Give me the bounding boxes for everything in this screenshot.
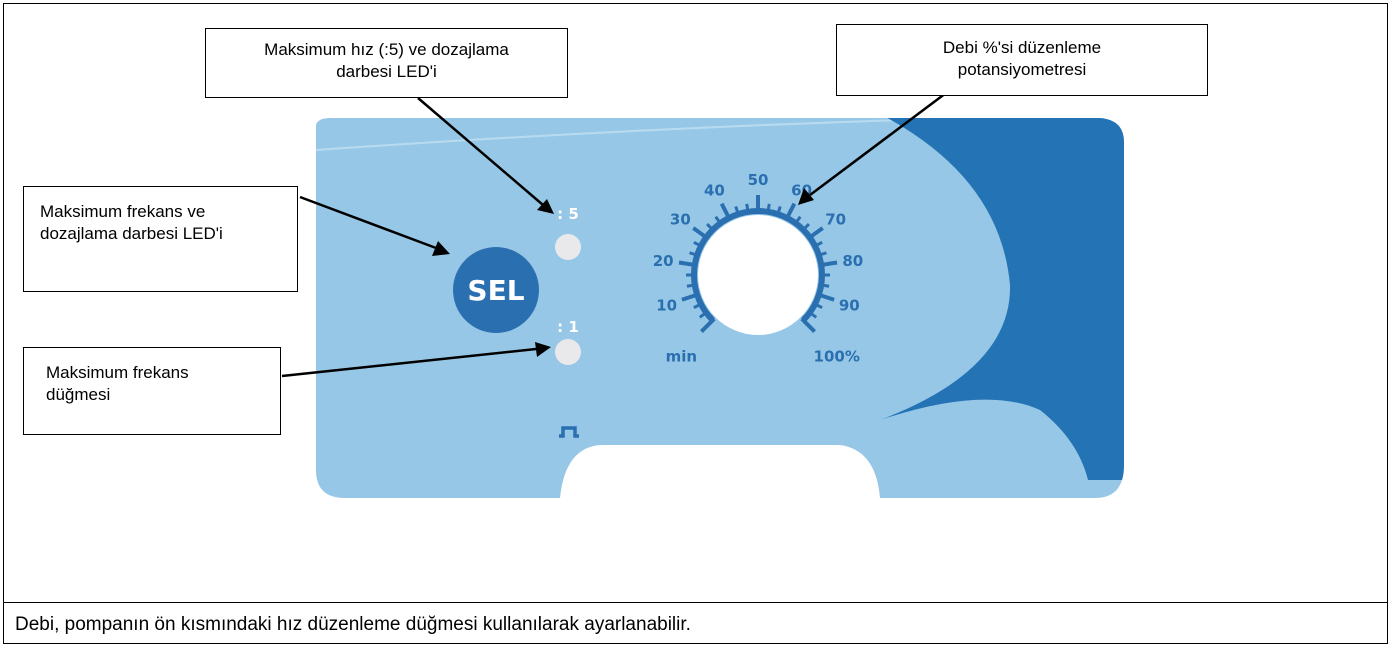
- callout-potentiometer-line1: Debi %'si düzenleme: [942, 38, 1102, 57]
- dial-minor-tick: [693, 301, 704, 310]
- dial-minor-tick: [745, 203, 750, 214]
- dial-label: 30: [670, 211, 691, 229]
- dial-label: 100%: [814, 348, 860, 366]
- figure-frame: [3, 3, 1388, 644]
- dial-minor-tick: [819, 283, 830, 288]
- dial-major-tick: [692, 226, 710, 241]
- dial-label: min: [666, 348, 697, 366]
- callout-max-frequency-button-line1: Maksimum frekans: [46, 363, 189, 382]
- dial-minor-tick: [800, 223, 810, 233]
- dial-label: 70: [825, 211, 846, 229]
- dial-minor-tick: [812, 301, 823, 310]
- dial-minor-tick: [714, 215, 723, 226]
- potentiometer-dial[interactable]: [678, 195, 838, 333]
- dial-minor-tick: [686, 283, 697, 288]
- caption: Debi, pompanın ön kısmındaki hız düzenle…: [15, 614, 691, 635]
- dial-minor-tick: [793, 215, 802, 226]
- sel-label: SEL: [467, 274, 524, 307]
- dial-major-tick: [719, 202, 732, 221]
- callout-led-max-speed: Maksimum hız (:5) ve dozajlama darbesi L…: [205, 28, 568, 98]
- callout-led-max-frequency-line2: dozajlama darbesi LED'i: [40, 224, 223, 243]
- dial-label: 50: [748, 171, 769, 189]
- arrowhead-sel-button: [432, 241, 450, 256]
- callout-led-max-frequency-line1: Maksimum frekans ve: [40, 202, 206, 221]
- arrow-sel-button: [299, 195, 437, 250]
- dial-major-tick: [678, 260, 698, 268]
- dial-minor-tick: [812, 240, 823, 249]
- sel-button[interactable]: [453, 247, 539, 333]
- led-max-speed: [555, 234, 581, 260]
- caption-row: Debi, pompanın ön kısmındaki hız düzenle…: [3, 602, 1388, 644]
- panel-accent-swoosh: [876, 118, 1124, 480]
- dial-minor-tick: [766, 203, 771, 214]
- dial-minor-tick: [698, 310, 709, 319]
- arrow-potentiometer: [809, 89, 951, 196]
- led-bottom-label: : 1: [557, 318, 579, 336]
- dial-major-tick: [800, 317, 816, 333]
- callout-max-frequency-button-line2: düğmesi: [46, 385, 111, 404]
- dial-minor-tick: [689, 251, 700, 258]
- callout-led-max-speed-line2: darbesi LED'i: [336, 62, 437, 81]
- dial-label: 90: [839, 297, 860, 315]
- callout-led-max-speed-line1: Maksimum hız (:5) ve dozajlama: [264, 40, 509, 59]
- dial-minor-tick: [775, 206, 782, 217]
- callout-potentiometer-line2: potansiyometresi: [957, 60, 1087, 79]
- dial-label: 80: [842, 252, 863, 270]
- led-top-label: : 5: [557, 205, 579, 223]
- arrowhead-potentiometer: [798, 188, 814, 205]
- dial-minor-tick: [807, 310, 818, 319]
- dial-label: 20: [653, 252, 674, 270]
- arrow-led-max-frequency: [281, 347, 537, 378]
- dial-minor-tick: [706, 223, 716, 233]
- arrow-led-max-speed: [417, 97, 544, 206]
- dial-major-tick: [818, 260, 838, 268]
- dial-minor-tick: [693, 240, 704, 249]
- dial-major-tick: [816, 292, 835, 302]
- pulse-icon: [559, 426, 579, 438]
- dial-major-tick: [784, 202, 797, 221]
- callout-potentiometer: Debi %'si düzenleme potansiyometresi: [836, 24, 1208, 96]
- callout-led-max-frequency: Maksimum frekans ve dozajlama darbesi LE…: [23, 186, 298, 292]
- led-max-frequency: [555, 339, 581, 365]
- arrowhead-led-max-speed: [537, 199, 554, 214]
- callout-arrows: [281, 89, 951, 378]
- dial-major-tick: [700, 317, 716, 333]
- dial-major-tick: [681, 292, 700, 302]
- panel-curve: [315, 119, 901, 151]
- dial-minor-tick: [816, 251, 827, 258]
- dial-minor-tick: [734, 206, 741, 217]
- arrowhead-led-max-frequency: [535, 342, 551, 357]
- dial-major-tick: [806, 226, 824, 241]
- dial-label: 40: [704, 181, 725, 199]
- callout-max-frequency-button: Maksimum frekans düğmesi: [23, 347, 281, 435]
- dial-label: 10: [656, 297, 677, 315]
- potentiometer-knob[interactable]: [698, 215, 818, 335]
